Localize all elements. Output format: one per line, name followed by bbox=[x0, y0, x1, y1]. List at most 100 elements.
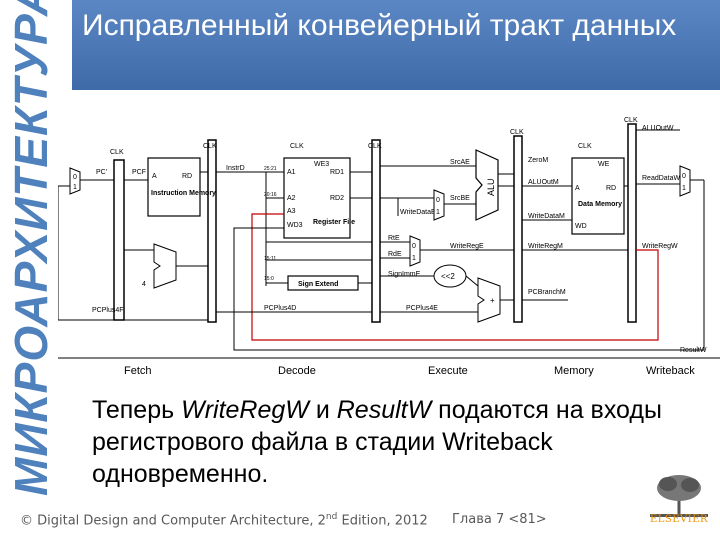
pcplus4-adder bbox=[153, 243, 177, 289]
caption: Теперь WriteRegW и ResultW подаются на в… bbox=[92, 394, 692, 490]
writereg-mux-1: 1 bbox=[412, 255, 416, 262]
resultw-wire bbox=[233, 227, 704, 351]
clk-label-f: CLK bbox=[110, 149, 124, 156]
writereg-mux-0: 0 bbox=[412, 243, 416, 250]
caption-part-3: подаются на входы регистрового файла в с… bbox=[92, 396, 662, 488]
dmem-a: A bbox=[575, 185, 580, 192]
pipeline-register-d bbox=[207, 139, 217, 323]
caption-part-2: и bbox=[308, 396, 337, 424]
stage-fetch: Fetch bbox=[124, 365, 152, 377]
dmem-rd: RD bbox=[606, 185, 616, 192]
alu-label: ALU bbox=[486, 178, 496, 196]
side-title: МИКРОАРХИТЕКТУРА bbox=[5, 0, 57, 496]
srcb-mux-1: 1 bbox=[436, 209, 440, 216]
srcae-label: SrcAE bbox=[450, 159, 470, 166]
aluoutw-label: ALUOutW bbox=[642, 125, 674, 132]
rf-a1: A1 bbox=[287, 169, 296, 176]
pcplus4f-label: PCPlus4F bbox=[92, 307, 124, 314]
copyright-edition: Edition, 2012 bbox=[337, 513, 428, 529]
rf-title: Register File bbox=[313, 219, 355, 226]
dmem-wd: WD bbox=[575, 223, 587, 230]
bits-25-21: 25:21 bbox=[264, 166, 277, 172]
imem-port-rd: RD bbox=[182, 173, 192, 180]
rf-we3: WE3 bbox=[314, 161, 329, 168]
clk-label-dm: CLK bbox=[578, 143, 592, 150]
signimme-label: SignImmE bbox=[388, 271, 421, 278]
result-mux-1: 1 bbox=[682, 185, 686, 192]
pc-prime-label: PC' bbox=[96, 169, 107, 176]
branch-adder-plus: + bbox=[490, 296, 495, 305]
writeregm-label: WriteRegM bbox=[528, 243, 563, 250]
writeregw-label: WriteRegW bbox=[642, 243, 678, 250]
result-mux bbox=[679, 165, 691, 197]
pcplus4d-label: PCPlus4D bbox=[264, 305, 296, 312]
imem-port-a: A bbox=[152, 173, 157, 180]
srcbe-label: SrcBE bbox=[450, 195, 470, 202]
rf-rd2: RD2 bbox=[330, 195, 344, 202]
clk-label-w: CLK bbox=[624, 117, 638, 124]
pipeline-diagram: CLK CLK CLK CLK CLK CLK CLK 0 1 PC' PCF … bbox=[58, 100, 720, 382]
sign-extend-label: Sign Extend bbox=[298, 281, 338, 288]
dmem-title: Data Memory bbox=[578, 201, 622, 208]
bits-20-16: 20:16 bbox=[264, 192, 277, 198]
writerege-label: WriteRegE bbox=[450, 243, 484, 250]
srcb-mux-0: 0 bbox=[436, 197, 440, 204]
page-title: Исправленный конвейерный тракт данных bbox=[82, 9, 677, 42]
branch-adder bbox=[477, 277, 501, 323]
footer-copyright: © Digital Design and Computer Architectu… bbox=[20, 512, 428, 528]
writereg-mux bbox=[409, 235, 421, 267]
rf-a3: A3 bbox=[287, 208, 296, 215]
pcf-label: PCF bbox=[132, 169, 146, 176]
copyright-text: © Digital Design and Computer Architectu… bbox=[20, 513, 326, 529]
copyright-sup: nd bbox=[325, 512, 338, 522]
aluoutm-label: ALUOutM bbox=[528, 179, 559, 186]
pipeline-register-e bbox=[371, 139, 381, 323]
rf-a2: A2 bbox=[287, 195, 296, 202]
instrd-label: InstrD bbox=[226, 165, 245, 172]
clk-label-e: CLK bbox=[368, 143, 382, 150]
side-banner: МИКРОАРХИТЕКТУРА bbox=[0, 0, 64, 500]
rf-wd3: WD3 bbox=[287, 222, 303, 229]
data-memory bbox=[571, 157, 625, 235]
readdataw-label: ReadDataW bbox=[642, 175, 681, 182]
srcb-mux bbox=[433, 189, 445, 221]
alu bbox=[475, 149, 499, 221]
clk-label-m: CLK bbox=[510, 129, 524, 136]
result-mux-0: 0 bbox=[682, 173, 686, 180]
pc-mux bbox=[69, 167, 81, 195]
imem-title: Instruction Memory bbox=[151, 190, 216, 197]
four-label: 4 bbox=[142, 281, 146, 288]
elsevier-logo-text: ELSEVIER bbox=[649, 514, 709, 525]
writedatae-label: WriteDataE bbox=[400, 209, 436, 216]
caption-part-1: Теперь bbox=[92, 396, 182, 424]
pipeline-register-m bbox=[513, 135, 523, 323]
rf-rd1: RD1 bbox=[330, 169, 344, 176]
register-file bbox=[283, 157, 351, 239]
rde-label: RdE bbox=[388, 251, 402, 258]
pc-mux-0: 0 bbox=[73, 174, 77, 181]
pipeline-register-f bbox=[113, 159, 125, 321]
stage-execute: Execute bbox=[428, 365, 468, 377]
writedatam-label: WriteDataM bbox=[528, 213, 565, 220]
pcplus4e-label: PCPlus4E bbox=[406, 305, 438, 312]
writeregw-wire bbox=[251, 213, 659, 341]
pcbranchm-label: PCBranchM bbox=[528, 289, 566, 296]
elsevier-logo bbox=[646, 472, 712, 520]
caption-resultw: ResultW bbox=[336, 396, 432, 424]
pipeline-register-w bbox=[627, 123, 637, 323]
stage-decode: Decode bbox=[278, 365, 316, 377]
stage-writeback: Writeback bbox=[646, 365, 695, 377]
pc-mux-1: 1 bbox=[73, 184, 77, 191]
caption-writeregw: WriteRegW bbox=[181, 396, 309, 424]
footer-chapter: Глава 7 <81> bbox=[452, 512, 547, 527]
bits-15-11: 15:11 bbox=[264, 256, 276, 262]
shift-label: <<2 bbox=[441, 272, 455, 281]
instruction-memory bbox=[147, 157, 201, 217]
stage-memory: Memory bbox=[554, 365, 594, 377]
zerom-label: ZeroM bbox=[528, 157, 548, 164]
bits-15-0: 15:0 bbox=[264, 276, 274, 282]
clk-label-d: CLK bbox=[203, 143, 217, 150]
clk-label-rf: CLK bbox=[290, 143, 304, 150]
rte-label: RtE bbox=[388, 235, 400, 242]
title-bar bbox=[72, 0, 720, 90]
